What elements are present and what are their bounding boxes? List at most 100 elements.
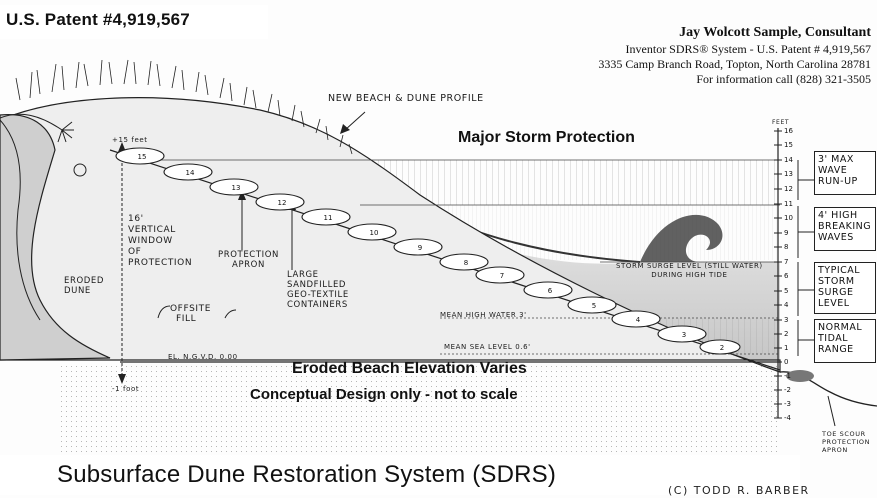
new-profile-pointer <box>344 111 366 131</box>
scale-label: 14 <box>784 156 793 164</box>
new-profile-label: NEW BEACH & DUNE PROFILE <box>328 93 484 104</box>
container-number: 8 <box>464 259 468 267</box>
legend-storm-surge: TYPICAL STORM SURGE LEVEL <box>814 262 876 314</box>
surge-line-text: DURING HIGH TIDE <box>651 271 728 279</box>
toe-scour-label: TOE SCOUR PROTECTION APRON <box>822 430 870 454</box>
container-8 <box>439 253 489 271</box>
phone-line: For information call (828) 321-3505 <box>696 72 871 86</box>
container-numbers: 15 14 13 12 11 10 9 8 7 6 5 4 3 2 <box>138 153 725 352</box>
container-15 <box>115 147 165 165</box>
legend-brackets <box>797 160 814 356</box>
containers-label: LARGE SANDFILLED GEO-TEXTILE CONTAINERS <box>287 270 349 310</box>
legend-line: TYPICAL <box>818 265 861 276</box>
water-body <box>380 200 780 360</box>
scale-label: 0 <box>784 358 789 366</box>
breaking-wave <box>640 214 723 262</box>
major-storm-title: Major Storm Protection <box>458 129 635 146</box>
offsite-line: FILL <box>176 314 197 324</box>
address-line: 3335 Camp Branch Road, Topton, North Car… <box>598 57 871 71</box>
container-number: 9 <box>418 244 422 252</box>
containers-line: LARGE <box>287 270 319 280</box>
storm-surge-label: STORM SURGE LEVEL (STILL WATER) DURING H… <box>616 262 763 280</box>
legend-breaking-waves: 4' HIGH BREAKING WAVES <box>814 207 876 251</box>
container-5 <box>567 296 617 314</box>
container-number: 13 <box>232 184 241 192</box>
containers-line: SANDFILLED <box>287 280 347 290</box>
toe-scour-apron <box>786 370 814 382</box>
container-number: 5 <box>592 302 596 310</box>
inventor-line: Inventor SDRS® System - U.S. Patent # 4,… <box>625 42 871 56</box>
vertical-window-label: 16' VERTICAL WINDOW OF PROTECTION <box>128 214 192 269</box>
dune-grass <box>15 59 353 155</box>
containers-line: GEO-TEXTILE <box>287 290 349 300</box>
containers-line: CONTAINERS <box>287 300 348 310</box>
eroded-dune-line <box>0 119 41 321</box>
scale-label: -4 <box>784 414 791 422</box>
scale-label: -2 <box>784 386 791 394</box>
vertical-window-line: 16' <box>128 214 144 224</box>
vertical-window-line: PROTECTION <box>128 258 193 268</box>
container-2 <box>699 339 741 355</box>
legend-line: RUN-UP <box>818 176 858 187</box>
legend-line: WAVE <box>818 165 848 176</box>
footer-band <box>0 455 800 495</box>
container-number: 12 <box>278 199 287 207</box>
toe-line: PROTECTION <box>822 438 871 446</box>
legend-wave-runup: 3' MAX WAVE RUN-UP <box>814 151 876 195</box>
legend-line: BREAKING <box>818 221 872 232</box>
container-10 <box>347 223 397 241</box>
scale-label: -1 <box>784 372 791 380</box>
mean-sea-level-label: MEAN SEA LEVEL 0.6' <box>444 343 531 351</box>
container-12 <box>255 193 305 211</box>
vertical-window-line: WINDOW <box>128 236 173 246</box>
minus1-label: -1 foot <box>112 385 140 393</box>
eroded-dune-label: ERODED DUNE <box>64 276 104 296</box>
legend-line: STORM <box>818 276 855 287</box>
consultant-name: Jay Wolcott Sample, Consultant <box>679 25 871 40</box>
mean-high-water-label: MEAN HIGH WATER 3' <box>440 311 527 319</box>
container-number: 14 <box>186 169 195 177</box>
offsite-fill-label: OFFSITE FILL <box>170 304 211 324</box>
container-9 <box>393 238 443 256</box>
scale-label: 12 <box>784 185 793 193</box>
legend-line: 3' MAX <box>818 154 854 165</box>
legend-line: WAVES <box>818 232 854 243</box>
vertical-window-line: OF <box>128 247 142 257</box>
toe-line: APRON <box>822 446 848 454</box>
system-title: Subsurface Dune Restoration System (SDRS… <box>57 461 557 488</box>
palm-tree-icon <box>0 113 87 177</box>
container-11 <box>301 208 351 226</box>
scale-label: 9 <box>784 229 789 237</box>
scale-label: 7 <box>784 258 789 266</box>
patent-box <box>0 5 268 39</box>
scale-label: -3 <box>784 400 791 408</box>
legend-tidal-range: NORMAL TIDAL RANGE <box>814 319 876 363</box>
legend-line: RANGE <box>818 344 854 355</box>
container-number: 11 <box>324 214 333 222</box>
patent-number: U.S. Patent #4,919,567 <box>6 10 190 29</box>
ngvd-label: EL. N.G.V.D. 0.00 <box>168 353 238 361</box>
geotextile-containers <box>115 147 741 355</box>
scale-label: 10 <box>784 214 793 222</box>
plus15-label: +15 feet <box>112 136 148 144</box>
sand-texture <box>60 362 780 452</box>
protection-apron-label: PROTECTION APRON <box>218 250 279 270</box>
legend-line: 4' HIGH <box>818 210 858 221</box>
eroded-dune-profile <box>0 113 111 361</box>
eroded-beach-title: Eroded Beach Elevation Varies <box>292 360 527 377</box>
container-7 <box>475 266 525 284</box>
container-number: 15 <box>138 153 147 161</box>
container-number: 3 <box>682 331 686 339</box>
offsite-arrow-right <box>224 309 237 319</box>
container-number: 4 <box>636 316 641 324</box>
container-number: 10 <box>370 229 379 237</box>
copyright-credit: (C) TODD R. BARBER <box>668 484 810 497</box>
arrowhead-down <box>118 374 126 384</box>
toe-line: TOE SCOUR <box>822 430 866 438</box>
scale-label: 6 <box>784 272 789 280</box>
eroded-line: DUNE <box>64 286 91 296</box>
offsite-line: OFFSITE <box>170 304 212 314</box>
legend-line: SURGE <box>818 287 854 298</box>
